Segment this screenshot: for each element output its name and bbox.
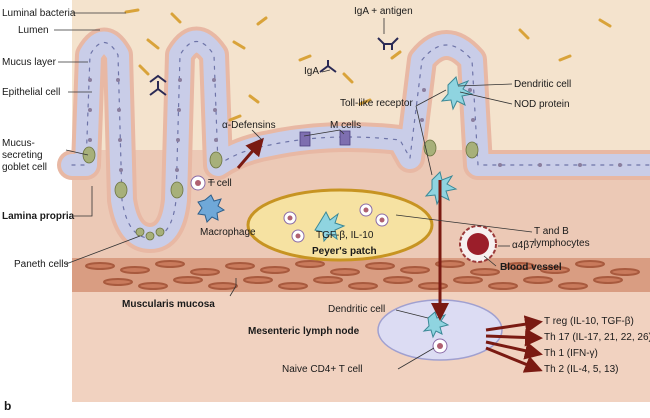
label-alpha4beta7: α4β7: [512, 240, 535, 251]
label-naive-cd4: Naive CD4+ T cell: [282, 364, 363, 375]
macrophage-shape: [197, 194, 226, 223]
epithelial-nuclei: [88, 78, 622, 172]
label-luminal-bacteria: Luminal bacteria: [2, 8, 76, 19]
effector-arrows: [485, 315, 543, 373]
label-dendritic-cell-node: Dendritic cell: [328, 304, 386, 315]
label-tgf-il10: TGF-β, IL-10: [316, 230, 374, 241]
label-mucus-goblet: Mucus-secreting goblet cell: [2, 138, 48, 173]
label-lumen: Lumen: [18, 25, 49, 36]
label-treg: T reg (IL-10, TGF-β): [544, 316, 634, 327]
label-t-cell: T cell: [208, 178, 232, 189]
label-mesenteric-node: Mesenteric lymph node: [248, 326, 360, 337]
label-iga: IgA: [304, 66, 320, 77]
white-margin: [0, 0, 72, 418]
defensin-arrow: [236, 137, 264, 169]
submucosa-region: [0, 292, 650, 402]
label-nod-protein: NOD protein: [514, 99, 570, 110]
label-th17: Th 17 (IL-17, 21, 22, 26): [544, 332, 650, 343]
label-macrophage: Macrophage: [200, 227, 256, 238]
label-alpha-defensins: α-Defensins: [222, 120, 276, 131]
leader-lines: [54, 12, 533, 370]
label-peyers-patch: Peyer's patch: [312, 246, 377, 257]
label-iga-antigen: IgA + antigen: [354, 6, 413, 17]
m-cells: [299, 130, 351, 147]
goblet-cells: [82, 139, 479, 199]
label-epithelial-cell: Epithelial cell: [2, 87, 61, 98]
label-paneth-cells: Paneth cells: [14, 259, 69, 270]
label-dendritic-cell-top: Dendritic cell: [514, 79, 572, 90]
label-mucus-layer: Mucus layer: [2, 57, 56, 68]
luminal-bacteria: [124, 8, 612, 122]
dendritic-cell-lumen: [440, 76, 474, 111]
naive-t-cell-shape: [432, 338, 448, 354]
label-lamina-propria: Lamina propria: [2, 211, 75, 222]
muscle-fibres: [85, 260, 640, 290]
label-th2: Th 2 (IL-4, 5, 13): [544, 364, 619, 375]
t-cell-lp: [190, 175, 206, 191]
label-toll-like: Toll-like receptor: [340, 98, 413, 109]
label-blood-vessel: Blood vessel: [500, 262, 562, 273]
iga-antibodies: [149, 37, 399, 96]
blood-vessel: [459, 225, 497, 263]
label-m-cells: M cells: [330, 120, 362, 131]
label-muscularis-mucosa: Muscularis mucosa: [122, 299, 215, 310]
epithelium: [57, 26, 650, 253]
label-th1: Th 1 (IFN-γ): [544, 348, 598, 359]
label-tb-lymphocytes: T and B lymphocytes: [534, 226, 590, 249]
peyers-cells: [283, 203, 389, 243]
panel-letter: b: [4, 399, 12, 413]
